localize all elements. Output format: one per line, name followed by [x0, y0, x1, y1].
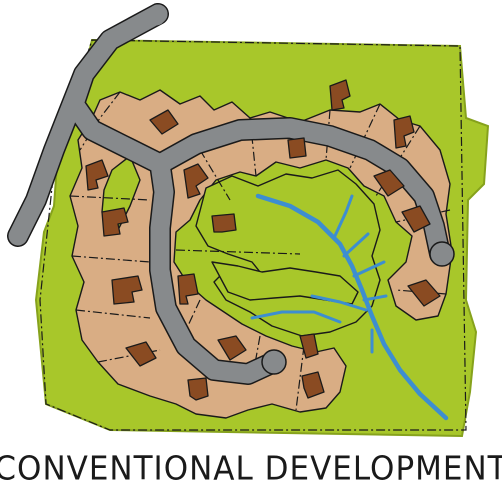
house [149, 109, 179, 135]
stream-branch [352, 260, 386, 278]
lot-line [69, 195, 151, 201]
house [393, 115, 415, 149]
house [407, 279, 441, 307]
lot-line [75, 309, 151, 319]
stream [250, 193, 449, 421]
house [401, 205, 431, 233]
stream-branch [362, 294, 388, 302]
road-surface [8, 4, 450, 384]
lot-line [71, 255, 151, 263]
stream-branch [310, 294, 368, 312]
lot-line [295, 345, 305, 411]
lot-line [199, 149, 231, 201]
house [373, 169, 405, 197]
house [187, 377, 209, 401]
house [299, 333, 319, 359]
lot-line [395, 209, 451, 223]
lot-line [175, 249, 301, 255]
cul-de-sac-south [261, 349, 287, 375]
house [125, 341, 157, 367]
house [301, 371, 325, 399]
lot-line [349, 103, 381, 169]
house [101, 207, 129, 237]
houses [85, 79, 441, 401]
road-end-north [146, 4, 168, 26]
stream-branch [342, 232, 370, 258]
lot-line [185, 299, 201, 331]
lot-line [249, 117, 257, 177]
drawing-caption: CONVENTIONAL DEVELOPMENT [0, 450, 502, 488]
house [85, 159, 109, 191]
inner-greenway-south [211, 261, 359, 305]
site-plan-drawing [7, 3, 490, 438]
road-network [7, 3, 455, 385]
house [177, 273, 199, 305]
house [287, 137, 307, 159]
house [183, 163, 209, 199]
stream-main-channel [255, 193, 449, 421]
cul-de-sac-east [429, 241, 455, 267]
house [329, 79, 351, 111]
house [111, 275, 143, 305]
house [211, 213, 237, 233]
stream-branch [332, 194, 354, 240]
stream-branch [250, 310, 342, 324]
house [217, 335, 247, 361]
